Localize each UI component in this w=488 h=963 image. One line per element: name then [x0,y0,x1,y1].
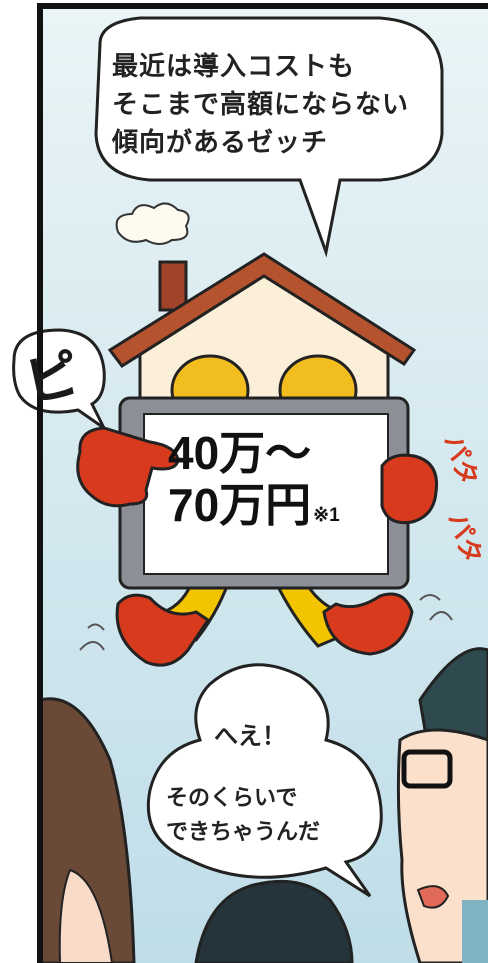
price-sign-text: 40万～ 70万円※1 [168,428,378,543]
price-range-start: 40万～ [168,427,312,479]
man-shirt [462,900,488,963]
panel-border [37,3,488,963]
price-range-end: 70万円※1 [168,478,378,543]
price-range-end-value: 70万円 [168,479,312,531]
speech-heh-text: へえ！ [214,722,286,750]
speech-top-text: 最近は導入コストも そこまで高額にならない 傾向があるゼッチ [112,48,412,162]
man-glasses [401,749,453,789]
chimney-smoke [115,202,190,245]
speech-bubble-pi [12,328,106,430]
right-glove [380,453,439,525]
speech-reply-line-2: できちゃうんだ [166,820,321,845]
speech-bubble-bottom [146,663,383,898]
child-character [194,879,354,963]
house-character [76,252,439,667]
speech-top-line-3: 傾向があるゼッチ [112,128,329,158]
sign-screen [143,413,389,575]
house-roof [107,252,417,369]
man-mouth [416,885,450,909]
left-boot [115,593,211,667]
speech-reply-text: そのくらいで できちゃうんだ [166,782,376,850]
speech-top-line-2: そこまで高額にならない [112,90,410,120]
left-glove [76,426,180,508]
speech-top-line-1: 最近は導入コストも [112,52,356,82]
speech-reply-line-1: そのくらいで [166,786,298,811]
speech-bubble-top [94,16,444,258]
chimney [158,260,188,312]
woman-face [58,868,114,963]
right-boot [322,592,414,656]
footnote-mark: ※1 [313,505,340,526]
motion-lines [79,594,453,651]
